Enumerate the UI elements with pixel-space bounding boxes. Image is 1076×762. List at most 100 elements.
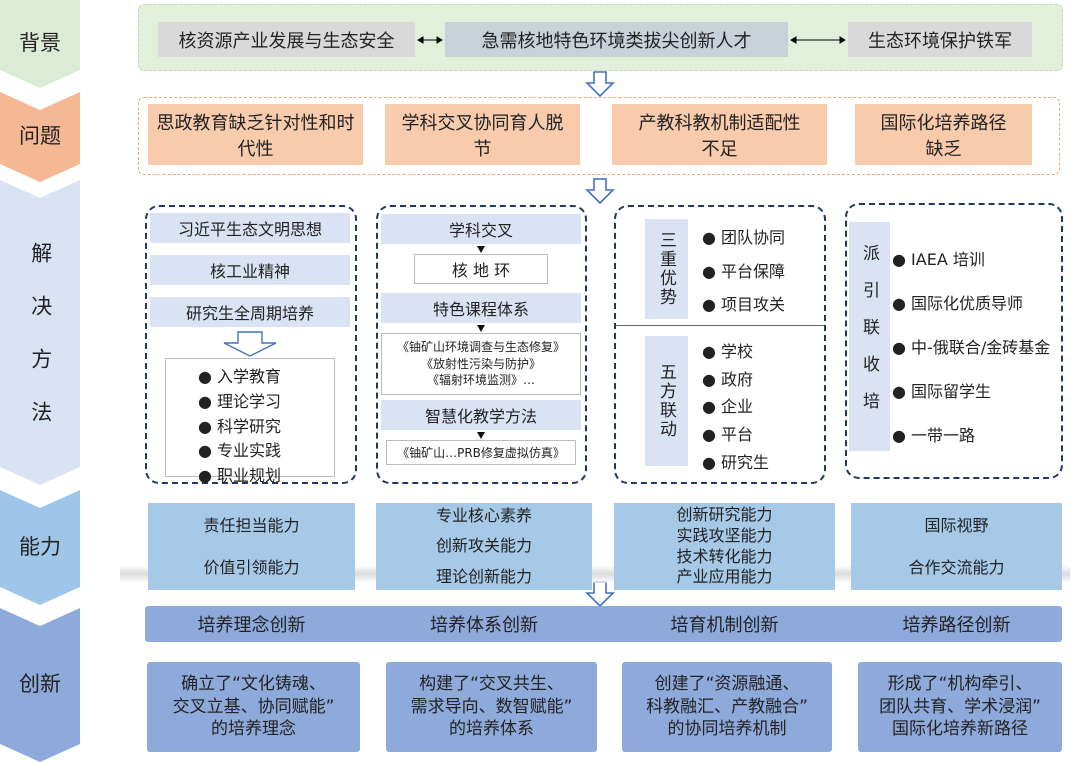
background-center: 急需核地特色环境类拔尖创新人才	[445, 22, 788, 57]
background-right: 生态环境保护铁军	[848, 22, 1032, 57]
problem-item: 产教科教机制适配性不足	[612, 104, 827, 165]
stage-label: 创新	[19, 672, 61, 697]
stage-problem: 问题	[0, 92, 80, 182]
ability-item: 创新攻关能力	[435, 536, 532, 556]
innovation-line: 的培养体系	[449, 719, 534, 740]
innovation-line: 创建了“资源融通、	[654, 673, 800, 694]
method-box: 《铀矿山…PRB修复虚拟仿真》	[386, 440, 576, 465]
down-arrow-icon	[585, 581, 615, 607]
group-label: 五方联动	[645, 336, 688, 466]
innovation-line: 形成了“机构牵引、	[887, 673, 1033, 694]
innovation-title: 培育机制创新	[670, 615, 779, 636]
list-item: 项目攻关	[702, 288, 785, 322]
list-item: IAEA 培训	[892, 238, 1050, 282]
innovation-line: 国际化培养新路径	[892, 719, 1028, 740]
stage-label: 问题	[19, 124, 61, 149]
method-bar: 学科交叉	[381, 214, 581, 244]
stage-method: 解决方法	[0, 180, 80, 485]
list-item: 专业实践	[198, 439, 334, 464]
list-item: 团队协同	[702, 221, 785, 255]
method-box: 核 地 环	[414, 254, 548, 284]
ability-item: 实践攻坚能力	[676, 525, 773, 545]
method-bar: 习近平生态文明思想	[150, 213, 350, 243]
innovation-line: 需求导向、数智赋能”	[410, 696, 573, 717]
ability-box: 专业核心素养创新攻关能力理论创新能力	[376, 503, 592, 590]
down-arrow-icon	[585, 178, 615, 204]
ability-item: 创新研究能力	[676, 504, 773, 524]
advantage-list: 团队协同 平台保障 项目攻关	[702, 221, 785, 322]
method-bar: 特色课程体系	[381, 293, 581, 323]
stage-label: 背景	[19, 31, 61, 56]
lifecycle-list: 入学教育 理论学习 科学研究 专业实践 职业规划	[165, 358, 335, 485]
innovation-bar	[145, 606, 1062, 642]
course-list: 《铀矿山环境调查与生态修复》 《放射性污染与防护》 《辐射环境监测》…	[381, 333, 581, 395]
small-arrow-icon	[477, 325, 485, 332]
innovation-box: 构建了“交叉共生、需求导向、数智赋能”的培养体系	[386, 662, 597, 752]
list-item: 入学教育	[198, 365, 334, 390]
innovation-line: 交叉立基、协同赋能”	[172, 696, 335, 717]
down-arrow-icon	[223, 331, 277, 357]
problem-item: 学科交叉协同育人脱节	[385, 104, 580, 165]
list-item: 理论学习	[198, 390, 334, 415]
method-col3	[614, 205, 826, 484]
list-item: 中-俄联合/金砖基金	[892, 326, 1050, 370]
list-item: 科学研究	[198, 415, 334, 440]
list-item: 一带一路	[892, 414, 1050, 458]
method-bar: 研究生全周期培养	[150, 297, 350, 327]
stage-label: 解决方法	[28, 241, 53, 454]
stage-ability: 能力	[0, 490, 80, 605]
ability-item: 专业核心素养	[435, 505, 532, 525]
small-arrow-icon	[477, 432, 485, 439]
background-left: 核资源产业发展与生态安全	[158, 22, 415, 57]
method-col4	[845, 203, 1063, 479]
method-col2	[376, 205, 587, 484]
innovation-box: 形成了“机构牵引、团队共育、学术浸润”国际化培养新路径	[858, 662, 1062, 752]
double-arrow-icon	[790, 36, 846, 44]
ability-item: 合作交流能力	[908, 557, 1005, 577]
ability-box: 创新研究能力实践攻坚能力技术转化能力产业应用能力	[614, 503, 835, 590]
innovation-line: 科教融汇、产教融合”	[646, 696, 808, 717]
innovation-title: 培养体系创新	[430, 615, 538, 636]
ability-box: 国际视野合作交流能力	[851, 503, 1062, 590]
method-bar: 核工业精神	[150, 255, 350, 285]
stage-background: 背景	[0, 0, 80, 88]
divider	[616, 325, 824, 326]
list-item: 企业	[702, 393, 769, 421]
course-item: 《辐射环境监测》…	[426, 373, 535, 388]
ability-item: 国际视野	[924, 515, 989, 535]
list-item: 平台	[702, 421, 769, 449]
ability-item: 责任担当能力	[203, 515, 300, 535]
method-bar: 智慧化教学方法	[381, 400, 581, 430]
down-arrow-icon	[585, 71, 615, 97]
ability-item: 价值引领能力	[203, 557, 300, 577]
list-item: 政府	[702, 366, 769, 394]
ability-item: 理论创新能力	[435, 566, 532, 586]
small-arrow-icon	[477, 246, 485, 253]
course-item: 《放射性污染与防护》	[420, 356, 541, 371]
innovation-line: 的培养理念	[211, 719, 296, 740]
course-item: 《铀矿山环境调查与生态修复》	[396, 339, 565, 354]
innovation-box: 确立了“文化铸魂、交叉立基、协同赋能”的培养理念	[147, 662, 360, 752]
innovation-line: 构建了“交叉共生、	[419, 673, 564, 694]
list-item: 国际留学生	[892, 370, 1050, 414]
problem-panel	[138, 97, 1060, 175]
group-label: 派引联收培	[849, 222, 890, 451]
ability-item: 产业应用能力	[676, 567, 773, 587]
innovation-line: 的协同培养机制	[667, 719, 787, 740]
international-list: IAEA 培训 国际化优质导师 中-俄联合/金砖基金 国际留学生 一带一路	[892, 238, 1050, 458]
stage-label: 能力	[19, 534, 61, 559]
innovation-title: 培养路径创新	[902, 615, 1011, 636]
ability-item: 技术转化能力	[676, 546, 773, 566]
list-item: 国际化优质导师	[892, 282, 1050, 326]
list-item: 平台保障	[702, 255, 785, 289]
group-label: 三重优势	[645, 219, 688, 319]
problem-item: 思政教育缺乏针对性和时代性	[148, 104, 363, 165]
innovation-line: 团队共育、学术浸润”	[879, 696, 1041, 717]
list-item: 学校	[702, 338, 769, 366]
innovation-line: 确立了“文化铸魂、	[181, 673, 326, 694]
double-arrow-icon	[417, 36, 443, 44]
linkage-list: 学校 政府 企业 平台 研究生	[702, 338, 769, 476]
innovation-title: 培养理念创新	[197, 615, 306, 636]
innovation-box: 创建了“资源融通、科教融汇、产教融合”的协同培养机制	[622, 662, 832, 752]
ability-box: 责任担当能力价值引领能力	[148, 503, 355, 590]
